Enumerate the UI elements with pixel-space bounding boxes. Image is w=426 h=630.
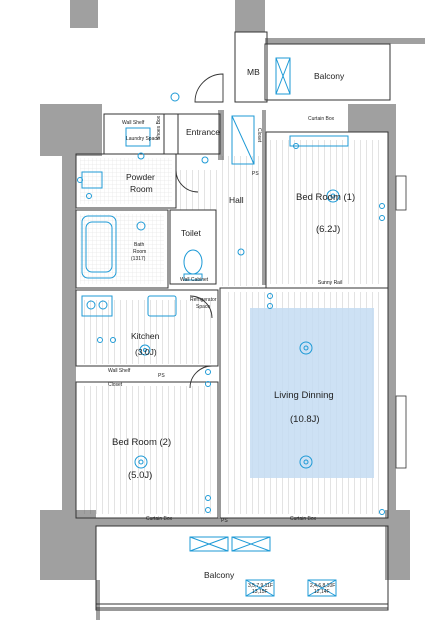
label-bedroom1-size: (6.2J)	[316, 224, 340, 235]
label-toilet: Toilet	[181, 228, 201, 238]
label-powder-room-2: Room	[130, 184, 153, 194]
living-highlight	[250, 308, 374, 478]
label-bedroom2-size: (5.0J)	[128, 470, 152, 481]
label-living-name: Living Dinning	[274, 390, 334, 401]
doors	[175, 73, 224, 389]
label-wall-shelf-mid: Wall Shelf	[108, 368, 131, 374]
label-bedroom2-name: Bed Room (2)	[112, 437, 171, 448]
label-hatch-b-1: 2,4,6,8,10F	[310, 583, 335, 589]
label-bedroom1-name: Bed Room (1)	[296, 192, 355, 203]
label-mb: MB	[247, 67, 260, 77]
walls	[40, 0, 425, 620]
label-bath-room-3: (1317)	[131, 256, 146, 262]
interior-walls	[75, 31, 391, 611]
label-closet-top: Closet	[256, 128, 262, 143]
label-ps-top: PS	[252, 171, 259, 177]
label-shoe-box: Shoes Box	[156, 115, 162, 140]
label-ps-mid: PS	[158, 373, 165, 379]
fixtures	[77, 57, 385, 597]
label-bath-room-2: Room	[133, 249, 146, 255]
label-bath-room-1: Bath	[134, 242, 145, 248]
label-curtain-box-right: Curtain Box	[290, 516, 317, 522]
label-kitchen-size: (3.0J)	[135, 347, 157, 357]
label-balcony-top: Balcony	[314, 71, 345, 81]
label-hall: Hall	[229, 195, 244, 205]
label-closet-mid: Closet	[108, 382, 123, 388]
windows	[395, 175, 407, 469]
label-hatch-a-2: 13,15F	[252, 589, 268, 595]
label-powder-room-1: Powder	[126, 172, 155, 182]
label-wall-shelf-top: Wall Shelf	[122, 120, 145, 126]
label-kitchen-name: Kitchen	[131, 331, 160, 341]
label-entrance: Entrance	[186, 127, 220, 137]
label-laundry-space: Laundry Space	[126, 136, 160, 142]
label-refrigerator-2: Space	[196, 304, 210, 310]
label-hatch-a-1: 3,5,7,9,11F	[248, 583, 273, 589]
label-sunny-rail: Sunny Rail	[318, 280, 342, 286]
label-wall-cabinet: Wall Cabinet	[180, 277, 209, 283]
labels: MB Balcony Entrance Shoes Box Laundry Sp…	[108, 67, 355, 595]
label-ps-bottom: PS	[221, 518, 228, 524]
label-refrigerator-1: Refrigerator	[190, 297, 217, 303]
label-living-size: (10.8J)	[290, 414, 320, 425]
label-curtain-box-left: Curtain Box	[146, 516, 173, 522]
label-curtain-box-top: Curtain Box	[308, 116, 335, 122]
label-hatch-b-2: 12,14F	[314, 589, 330, 595]
label-balcony-bottom: Balcony	[204, 570, 235, 580]
